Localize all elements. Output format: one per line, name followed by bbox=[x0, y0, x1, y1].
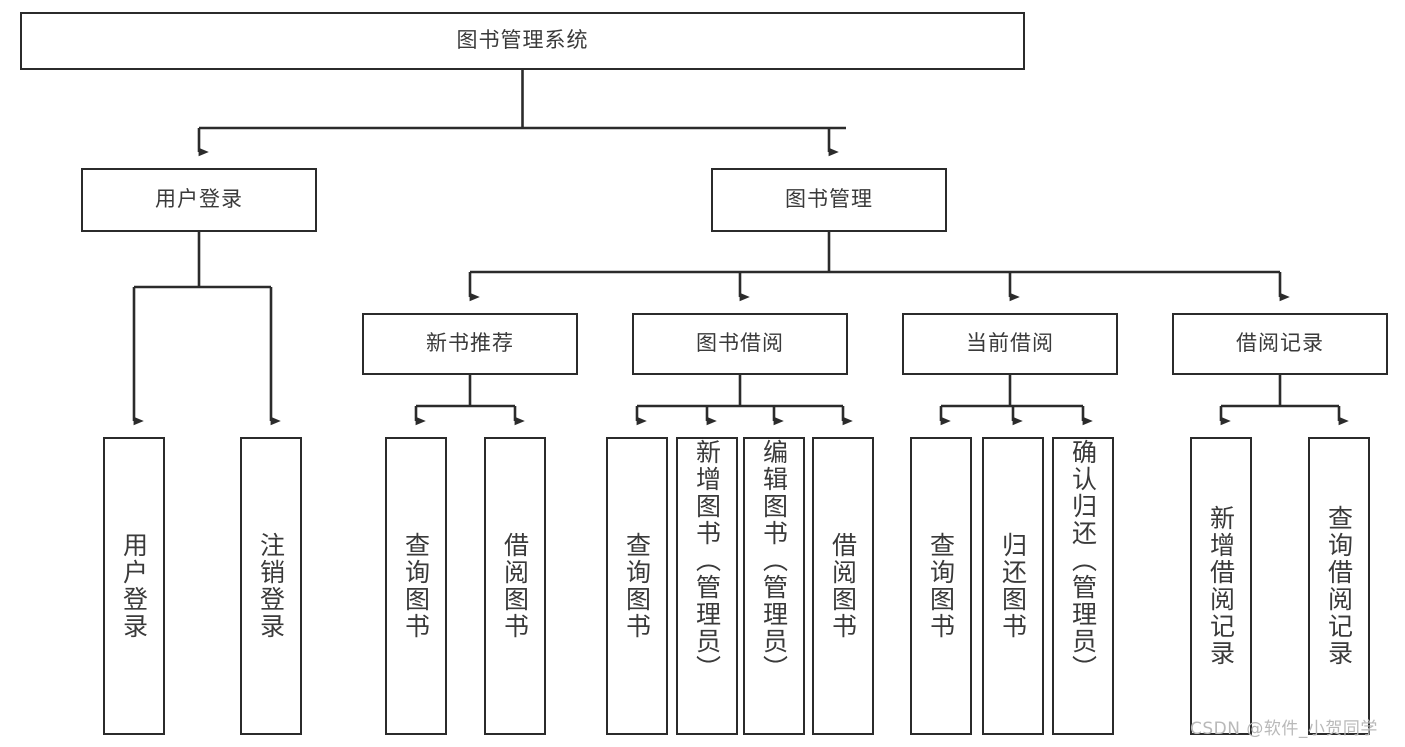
node-leaf-query-book-1-label: 查询图书 bbox=[401, 532, 431, 640]
node-root-label: 图书管理系统 bbox=[456, 28, 589, 53]
node-leaf-user-login-label: 用户登录 bbox=[119, 532, 149, 640]
node-leaf-user-logout[interactable]: 注销登录 bbox=[240, 437, 302, 735]
node-book-borrow[interactable]: 图书借阅 bbox=[632, 313, 848, 375]
node-borrow-record-label: 借阅记录 bbox=[1236, 331, 1324, 356]
node-leaf-return-book[interactable]: 归还图书 bbox=[982, 437, 1044, 735]
node-book-manage-label: 图书管理 bbox=[785, 187, 873, 212]
node-current-borrow[interactable]: 当前借阅 bbox=[902, 313, 1118, 375]
node-leaf-edit-book-label: 编辑图书（管理员） bbox=[759, 439, 789, 682]
node-leaf-add-book-label: 新增图书（管理员） bbox=[692, 439, 722, 682]
node-new-book-rec[interactable]: 新书推荐 bbox=[362, 313, 578, 375]
node-leaf-query-book-3[interactable]: 查询图书 bbox=[910, 437, 972, 735]
node-leaf-user-logout-label: 注销登录 bbox=[256, 532, 286, 640]
node-leaf-confirm-return-label: 确认归还（管理员） bbox=[1068, 439, 1098, 682]
watermark-text: CSDN @软件_小贺同学 bbox=[1190, 719, 1378, 739]
node-leaf-query-record[interactable]: 查询借阅记录 bbox=[1308, 437, 1370, 735]
node-leaf-query-book-1[interactable]: 查询图书 bbox=[385, 437, 447, 735]
node-new-book-rec-label: 新书推荐 bbox=[426, 331, 514, 356]
node-leaf-add-book[interactable]: 新增图书（管理员） bbox=[676, 437, 738, 735]
node-leaf-borrow-book-2[interactable]: 借阅图书 bbox=[812, 437, 874, 735]
node-leaf-edit-book[interactable]: 编辑图书（管理员） bbox=[743, 437, 805, 735]
node-leaf-confirm-return[interactable]: 确认归还（管理员） bbox=[1052, 437, 1114, 735]
node-book-manage[interactable]: 图书管理 bbox=[711, 168, 947, 232]
node-leaf-add-record-label: 新增借阅记录 bbox=[1206, 505, 1236, 667]
node-leaf-borrow-book-2-label: 借阅图书 bbox=[828, 532, 858, 640]
node-borrow-record[interactable]: 借阅记录 bbox=[1172, 313, 1388, 375]
node-leaf-query-book-3-label: 查询图书 bbox=[926, 532, 956, 640]
node-leaf-add-record[interactable]: 新增借阅记录 bbox=[1190, 437, 1252, 735]
node-user-login-label: 用户登录 bbox=[155, 187, 243, 212]
node-book-borrow-label: 图书借阅 bbox=[696, 331, 784, 356]
node-user-login[interactable]: 用户登录 bbox=[81, 168, 317, 232]
node-leaf-borrow-book-1[interactable]: 借阅图书 bbox=[484, 437, 546, 735]
node-leaf-query-book-2-label: 查询图书 bbox=[622, 532, 652, 640]
node-leaf-borrow-book-1-label: 借阅图书 bbox=[500, 532, 530, 640]
node-leaf-user-login[interactable]: 用户登录 bbox=[103, 437, 165, 735]
node-leaf-query-book-2[interactable]: 查询图书 bbox=[606, 437, 668, 735]
node-leaf-query-record-label: 查询借阅记录 bbox=[1324, 505, 1354, 667]
node-leaf-return-book-label: 归还图书 bbox=[998, 532, 1028, 640]
node-root[interactable]: 图书管理系统 bbox=[20, 12, 1025, 70]
node-current-borrow-label: 当前借阅 bbox=[966, 331, 1054, 356]
